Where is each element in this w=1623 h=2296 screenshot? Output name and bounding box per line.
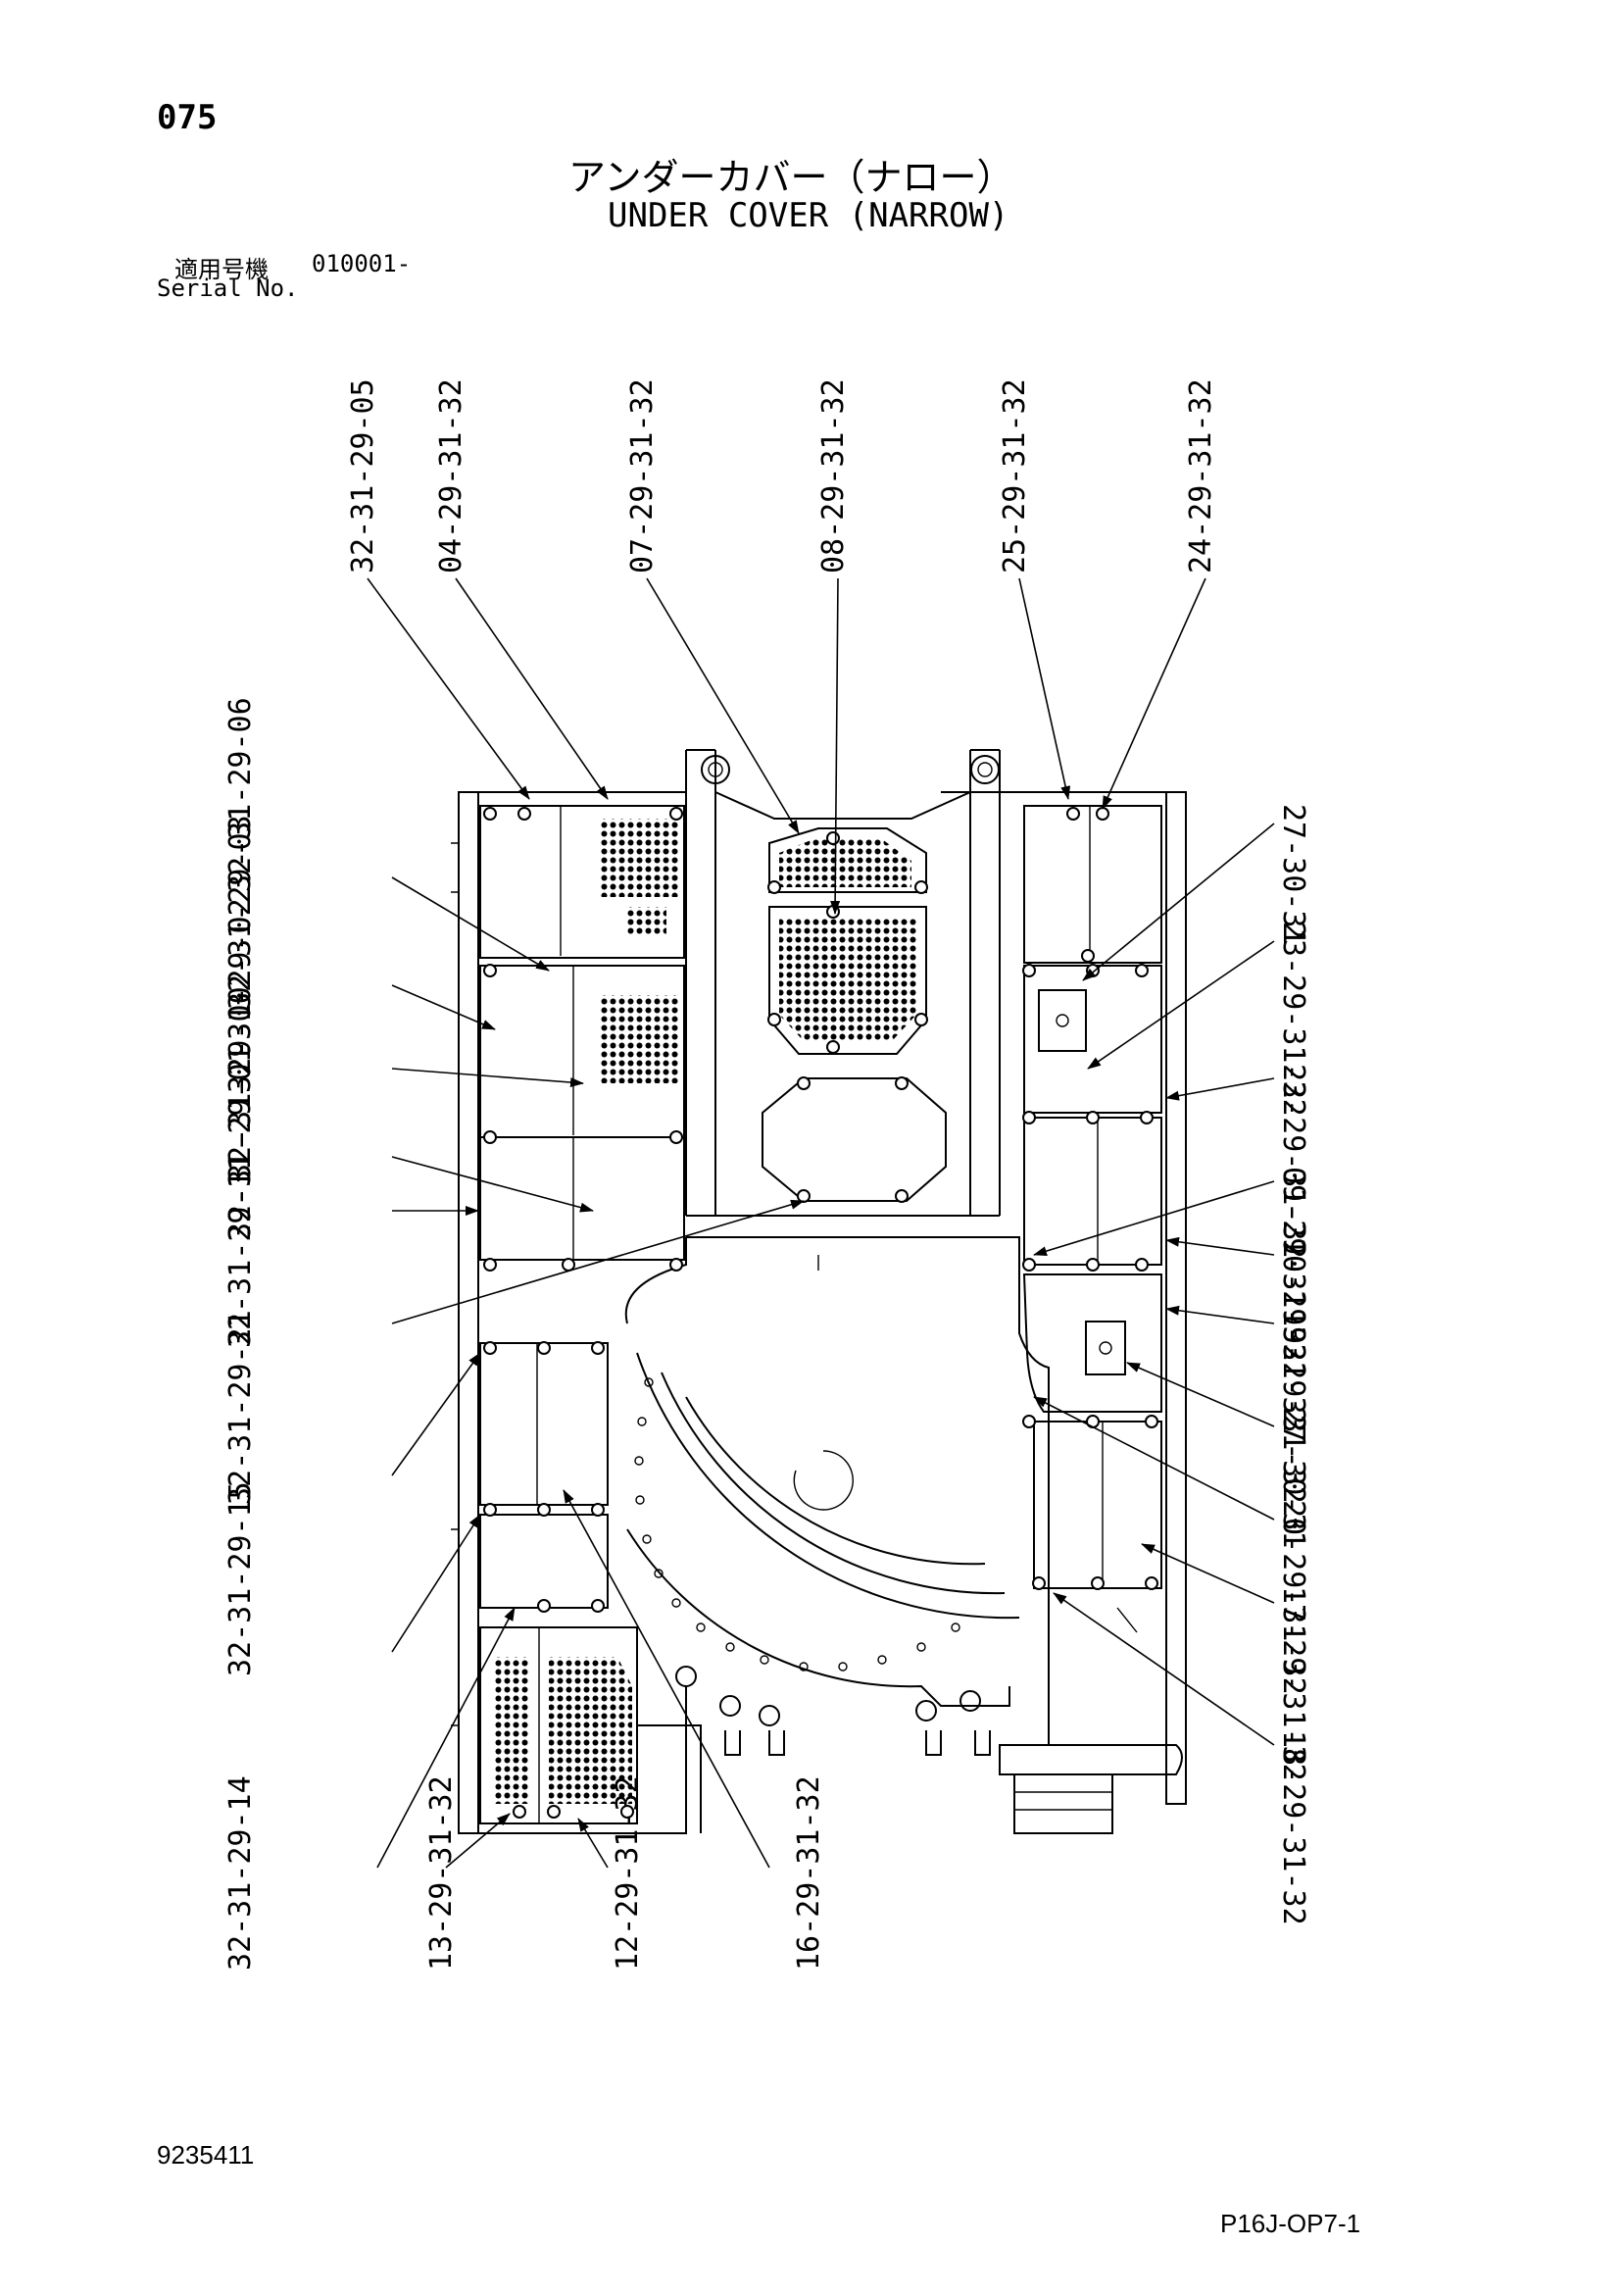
callout-bottom-0: 32-31-29-14	[223, 1775, 258, 1971]
callout-right-8: 17-29-31-32	[1276, 1586, 1310, 1781]
callout-right-5: 19-29-31-32	[1276, 1309, 1310, 1504]
callout-left-1: 32-31-29-03	[223, 815, 258, 1010]
title-english: UNDER COVER (NARROW)	[608, 196, 1009, 235]
callouts-bottom: 32-31-29-14 13-29-31-32 12-29-31-32 16-2…	[223, 1775, 826, 1971]
swing-circle	[626, 1255, 1020, 1756]
page-number: 075	[157, 98, 218, 137]
machine-frame	[451, 749, 1187, 1834]
callouts-top: 32-31-29-05 04-29-31-32 07-29-31-32 08-2…	[346, 378, 1218, 574]
callout-right-6: 27-30-31	[1276, 1407, 1310, 1549]
callout-left-2: 32-31-29-02	[223, 898, 258, 1093]
callout-right-9: 18-29-31-32	[1276, 1730, 1310, 1925]
callout-right-2: 22-29-31-32	[1276, 1064, 1310, 1259]
callout-left-0: 32-31-29-06	[223, 697, 258, 892]
callout-bottom-1: 13-29-31-32	[424, 1775, 459, 1971]
callout-top-4: 25-29-31-32	[998, 378, 1032, 574]
callout-top-0: 32-31-29-05	[346, 378, 380, 574]
center-cover-group	[762, 827, 947, 1203]
document-number: 9235411	[157, 2140, 255, 2170]
callout-left-5: 32-31-29-11	[223, 1153, 258, 1348]
swing-circle-bolts	[634, 1377, 960, 1672]
leader-lines	[367, 577, 1275, 1869]
callout-left-6: 32-31-29-21	[223, 1310, 258, 1505]
callout-right-0: 27-30-31	[1276, 804, 1310, 946]
callout-top-1: 04-29-31-32	[434, 378, 468, 574]
left-cover-bolts	[483, 807, 683, 1819]
callout-bottom-2: 12-29-31-32	[611, 1775, 645, 1971]
right-cover-group	[1022, 805, 1162, 1633]
callout-left-3: 32-31-29-00	[223, 986, 258, 1181]
callout-right-7: 20-29-31-32	[1276, 1500, 1310, 1695]
callout-right-3: 09-29-31-32	[1276, 1167, 1310, 1362]
callout-right-4: 10-29-31-32	[1276, 1237, 1310, 1432]
callout-right-1: 23-29-31-32	[1276, 922, 1310, 1117]
callout-top-2: 07-29-31-32	[625, 378, 660, 574]
lower-bosses	[675, 1666, 981, 1726]
callout-top-5: 24-29-31-32	[1184, 378, 1218, 574]
serial-label-japanese: 適用号機	[174, 256, 269, 283]
callouts-right: 27-30-31 23-29-31-32 22-29-31-32 09-29-3…	[1276, 804, 1310, 1925]
left-cover-group	[479, 805, 702, 1833]
callout-top-3: 08-29-31-32	[816, 378, 851, 574]
serial-value: 010001-	[312, 250, 412, 277]
sheet-code: P16J-OP7-1	[1220, 2209, 1361, 2238]
serial-label-english: Serial No.	[157, 275, 299, 302]
callout-left-7: 32-31-29-15	[223, 1481, 258, 1676]
callout-bottom-3: 16-29-31-32	[792, 1775, 826, 1971]
callouts-left: 32-31-29-06 32-31-29-03 32-31-29-02 32-3…	[223, 697, 258, 1676]
title-japanese: アンダーカバー（ナロー）	[568, 156, 1014, 199]
callout-left-4: 32-31-29-01	[223, 1045, 258, 1240]
